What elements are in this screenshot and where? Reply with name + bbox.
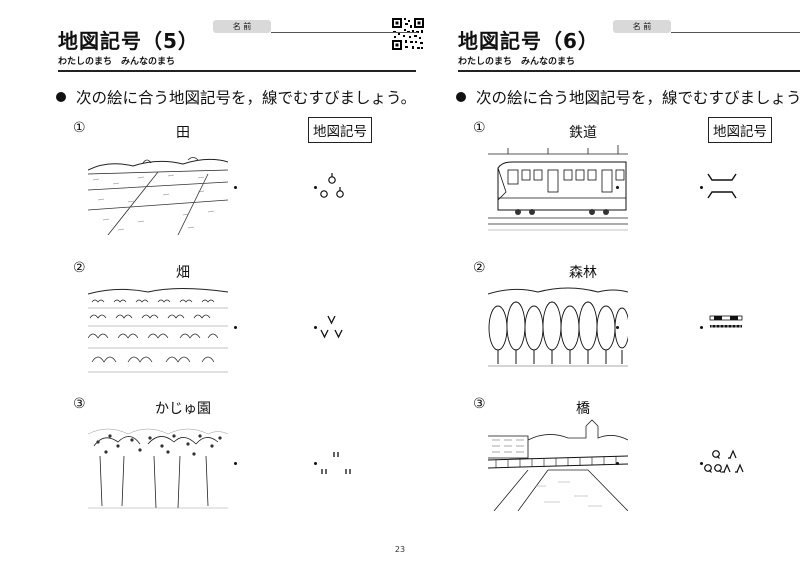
crop-field-illustration — [88, 288, 228, 373]
worksheet-left: 地図記号（5） わたしのまち みんなのまち 名 前 次の絵に合う地図記号を，線で… — [38, 0, 418, 530]
connect-dot[interactable] — [234, 186, 237, 189]
connect-dot[interactable] — [314, 186, 317, 189]
instruction-text: 次の絵に合う地図記号を，線でむすびましょう。 — [76, 89, 417, 107]
question-number: ② — [73, 260, 86, 276]
instruction: 次の絵に合う地図記号を，線でむすびましょう。 — [56, 86, 416, 108]
question-label: 橋 — [576, 401, 590, 417]
divider — [58, 70, 416, 72]
bullet-icon — [56, 92, 66, 102]
symbol-option — [320, 315, 343, 339]
question-number: ① — [473, 120, 486, 136]
instruction: 次の絵に合う地図記号を，線でむすびましょう。 — [456, 86, 800, 108]
question-label: かじゅ園 — [155, 401, 211, 417]
symbol-option — [709, 315, 743, 328]
connect-dot[interactable] — [616, 186, 619, 189]
bullet-icon — [456, 92, 466, 102]
question-item: ① 田 — [38, 120, 418, 250]
map-symbol-header: 地図記号 — [308, 117, 372, 143]
map-symbol-header: 地図記号 — [708, 117, 772, 143]
symbol-option — [321, 452, 351, 474]
forest-illustration — [488, 287, 628, 367]
worksheet-right: 地図記号（6） わたしのまち みんなのまち 名 前 次の絵に合う地図記号を，線で… — [438, 0, 800, 530]
qr-code — [391, 17, 425, 51]
name-field[interactable]: 名 前 — [213, 20, 418, 34]
connect-dot[interactable] — [234, 462, 237, 465]
name-line — [271, 32, 418, 33]
symbol-option — [707, 173, 737, 199]
bridge-illustration — [488, 419, 628, 511]
question-item: ② 畑 — [38, 260, 418, 390]
question-item: ③ かじゅ園 — [38, 396, 418, 526]
symbol-option — [320, 173, 344, 198]
name-label: 名 前 — [613, 20, 671, 33]
question-label: 鉄道 — [569, 125, 597, 141]
question-label: 畑 — [176, 265, 190, 281]
connect-dot[interactable] — [616, 326, 619, 329]
instruction-text: 次の絵に合う地図記号を，線でむすびましょう。 — [476, 89, 800, 107]
worksheet-subtitle: わたしのまち みんなのまち — [458, 57, 576, 67]
question-label: 田 — [176, 125, 190, 141]
worksheet-title: 地図記号（6） — [458, 29, 599, 53]
name-label: 名 前 — [213, 20, 271, 33]
orchard-illustration — [88, 428, 228, 509]
worksheet-title: 地図記号（5） — [58, 29, 199, 53]
divider — [458, 70, 800, 72]
question-number: ① — [73, 120, 86, 136]
question-number: ② — [473, 260, 486, 276]
name-field[interactable]: 名 前 — [613, 20, 800, 34]
connect-dot[interactable] — [700, 462, 703, 465]
connect-dot[interactable] — [616, 462, 619, 465]
connect-dot[interactable] — [314, 326, 317, 329]
question-item: ② 森林 — [438, 260, 800, 390]
connect-dot[interactable] — [700, 186, 703, 189]
question-item: ① 鉄道 — [438, 120, 800, 250]
train-illustration — [488, 145, 628, 231]
worksheet-subtitle: わたしのまち みんなのまち — [58, 57, 176, 67]
connect-dot[interactable] — [700, 326, 703, 329]
question-number: ③ — [73, 396, 86, 412]
question-label: 森林 — [569, 265, 597, 281]
question-item: ③ 橋 — [438, 396, 800, 526]
symbol-option — [704, 449, 744, 473]
name-line — [671, 32, 800, 33]
rice-field-illustration — [88, 157, 228, 235]
connect-dot[interactable] — [234, 326, 237, 329]
question-number: ③ — [473, 396, 486, 412]
connect-dot[interactable] — [314, 462, 317, 465]
page-number: 23 — [394, 545, 406, 554]
